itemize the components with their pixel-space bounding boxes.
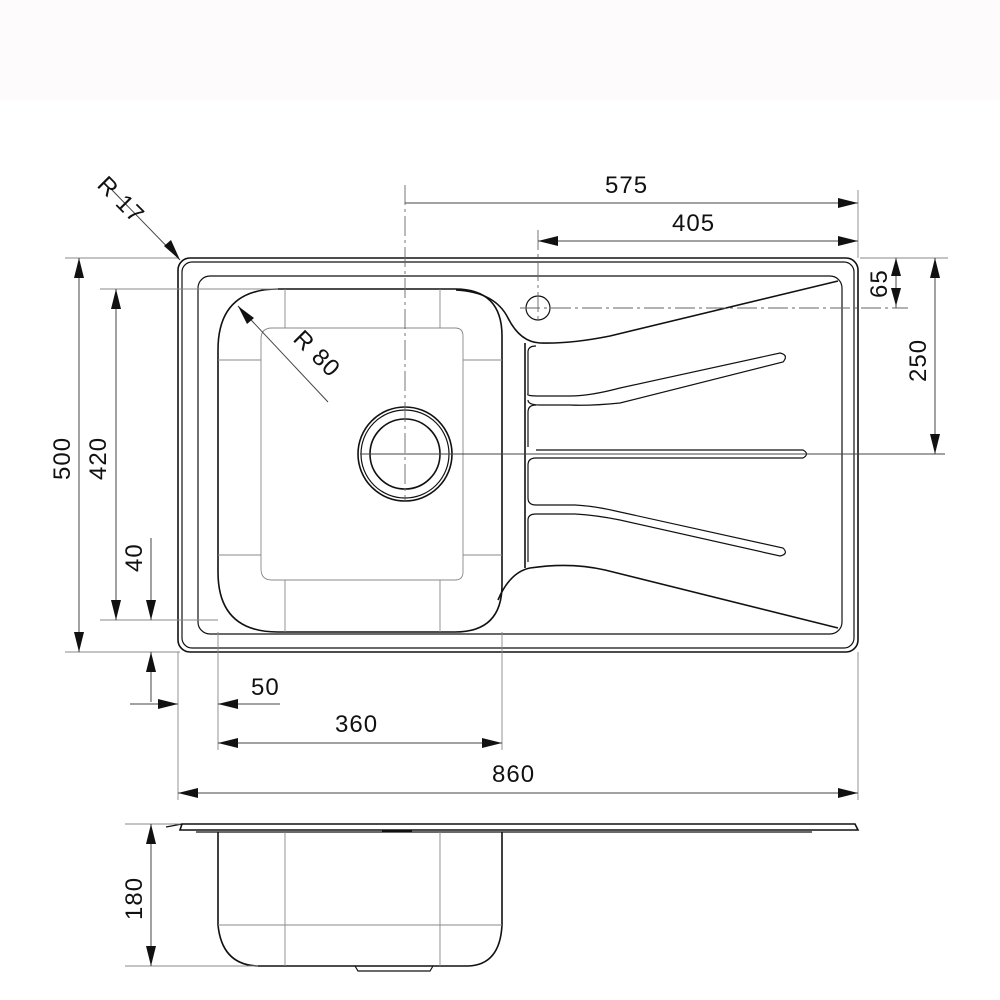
drainer-upper-edge [455, 280, 839, 344]
dim-405: 405 [672, 210, 715, 237]
side-rim [178, 823, 860, 831]
side-drain [354, 965, 434, 972]
dim-180: 180 [121, 877, 148, 920]
side-bowl [217, 832, 503, 967]
outer-rim-inner [181, 261, 855, 649]
top-band [0, 0, 1000, 100]
drainer-groove-3 [527, 504, 786, 562]
drainer-lower-edge [497, 564, 839, 629]
dim-250: 250 [905, 339, 932, 382]
drainer-groove-center [527, 449, 808, 506]
drainer-groove-1 [527, 352, 786, 406]
dim-860: 860 [492, 761, 535, 788]
dim-65: 65 [866, 269, 893, 298]
side-view [125, 823, 860, 972]
dim-50: 50 [251, 674, 280, 701]
dim-r80: R 80 [288, 325, 346, 383]
inner-deck [197, 275, 843, 635]
dim-360: 360 [335, 711, 378, 738]
dimension-lines [65, 189, 948, 800]
bowl-floor [260, 327, 464, 581]
bowl-outline [217, 288, 503, 633]
dim-420: 420 [85, 437, 112, 480]
top-view [177, 185, 945, 653]
outer-rim [177, 257, 859, 653]
dim-500: 500 [49, 437, 76, 480]
dim-40: 40 [121, 543, 148, 572]
dim-575: 575 [605, 172, 648, 199]
drainer-groove-2 [527, 404, 537, 447]
